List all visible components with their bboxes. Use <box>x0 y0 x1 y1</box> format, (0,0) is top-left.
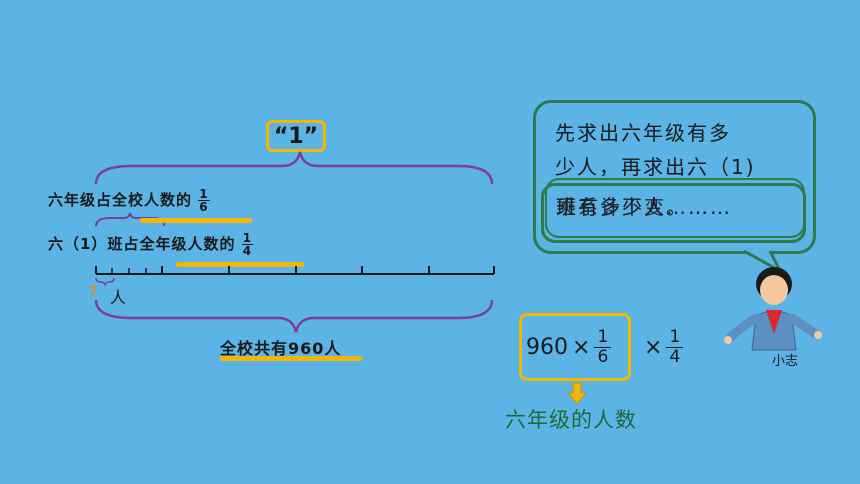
fraction-denominator: 6 <box>597 346 609 367</box>
class-label: 六（1）班占全年级人数的 1 4 <box>48 231 254 258</box>
bubble-text: 先求出六年级有多 少人，再求出六（1) <box>555 116 815 184</box>
down-arrow-icon <box>566 382 588 405</box>
sixth-grade-highlight <box>140 218 252 223</box>
times-sign: × <box>572 334 591 360</box>
question-mark: ? <box>89 284 98 300</box>
bubble-line-2: 少人，再求出六（1) <box>555 155 756 179</box>
formula-part-2: × 1 4 <box>644 316 684 378</box>
fraction-denominator: 4 <box>669 346 681 367</box>
character-name: 小志 <box>772 354 799 369</box>
times-sign: × <box>644 334 663 360</box>
sixth-grade-fraction: 1 6 <box>198 187 210 214</box>
formula-highlight-box <box>519 313 631 381</box>
sixth-grade-label: 六年级占全校人数的 1 6 <box>48 188 210 213</box>
overlap-text-a: 班有多少人。…… <box>556 195 732 219</box>
fraction-numerator: 1 <box>594 328 612 348</box>
formula-caption: 六年级的人数 <box>505 408 637 432</box>
speech-bubble <box>533 100 816 254</box>
total-highlight <box>220 356 362 361</box>
bubble-line-1: 先求出六年级有多 <box>555 121 731 145</box>
formula-part-1: 960 × 1 6 <box>526 316 612 378</box>
sixth-grade-label-text: 六年级占全校人数的 <box>48 191 193 209</box>
tiny-brace <box>95 277 115 286</box>
fraction-numerator: 1 <box>241 231 254 245</box>
formula-fraction-1: 1 6 <box>594 328 612 367</box>
top-brace <box>94 151 494 185</box>
unit-one-box: “1” <box>266 120 326 152</box>
total-label: 全校共有960人 <box>220 339 342 358</box>
unit-one-label: “1” <box>273 123 319 149</box>
number-line <box>95 266 495 275</box>
bottom-brace <box>94 299 494 333</box>
formula-base: 960 <box>526 334 568 360</box>
class-label-text: 六（1）班占全年级人数的 <box>48 235 236 253</box>
fraction-denominator: 6 <box>199 200 209 214</box>
person-unit: 人 <box>110 288 127 307</box>
overlap-text-b: 乘系计不变…… <box>556 195 710 219</box>
fraction-numerator: 1 <box>198 187 210 201</box>
fraction-denominator: 4 <box>242 244 253 258</box>
fraction-numerator: 1 <box>666 328 684 348</box>
inner-bubble <box>541 183 806 243</box>
class-highlight <box>176 262 304 267</box>
formula-fraction-2: 1 4 <box>666 328 684 367</box>
boy-character-icon <box>724 267 822 351</box>
class-fraction: 1 4 <box>241 231 254 258</box>
